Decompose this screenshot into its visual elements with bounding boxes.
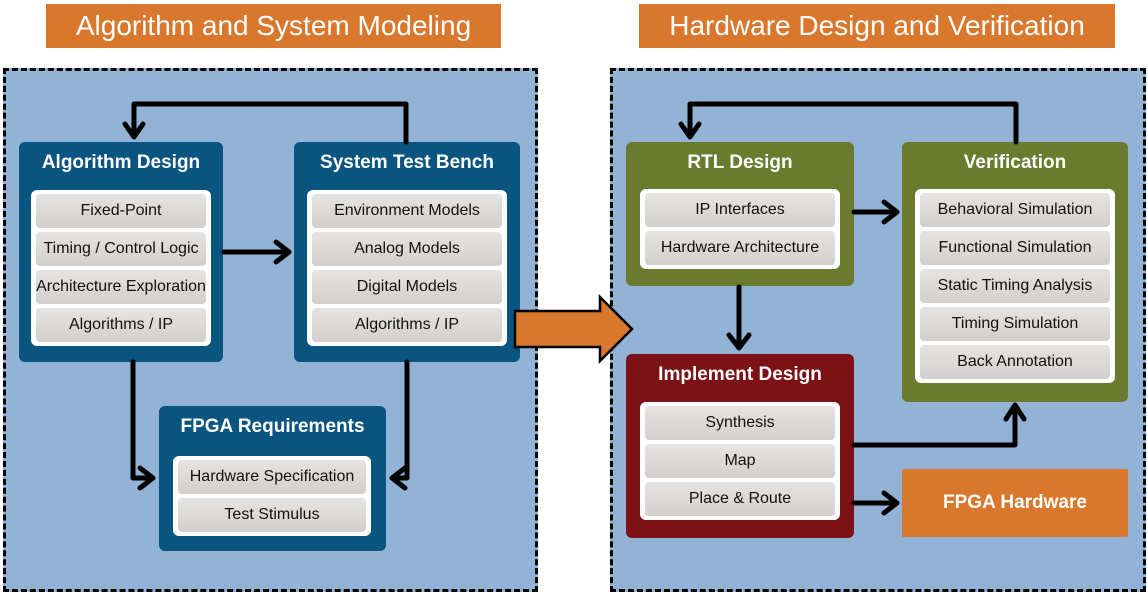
fpga-hardware-box[interactable]: FPGA Hardware — [902, 469, 1128, 537]
list-item[interactable]: Behavioral Simulation — [920, 193, 1110, 227]
list-item[interactable]: Algorithms / IP — [312, 308, 502, 342]
list-item[interactable]: Synthesis — [645, 406, 835, 440]
algorithm-design-block[interactable]: Algorithm Design Fixed-Point Timing / Co… — [19, 142, 223, 362]
list-item[interactable]: Digital Models — [312, 270, 502, 304]
rtl-design-title: RTL Design — [687, 152, 793, 173]
list-item[interactable]: Timing Simulation — [920, 307, 1110, 341]
system-test-bench-block[interactable]: System Test Bench Environment Models Ana… — [294, 142, 520, 362]
list-item[interactable]: Map — [645, 444, 835, 478]
system-test-bench-title: System Test Bench — [320, 152, 494, 173]
left-section-title: Algorithm and System Modeling — [46, 4, 501, 48]
list-item[interactable]: Test Stimulus — [178, 498, 366, 532]
list-item[interactable]: Hardware Architecture — [645, 231, 835, 265]
rtl-design-list: IP Interfaces Hardware Architecture — [640, 189, 840, 269]
list-item[interactable]: Fixed-Point — [36, 194, 206, 228]
list-item[interactable]: Functional Simulation — [920, 231, 1110, 265]
list-item[interactable]: Algorithms / IP — [36, 308, 206, 342]
fpga-requirements-list: Hardware Specification Test Stimulus — [173, 456, 371, 536]
list-item[interactable]: Analog Models — [312, 232, 502, 266]
algorithm-design-title: Algorithm Design — [41, 152, 201, 173]
list-item[interactable]: Hardware Specification — [178, 460, 366, 494]
list-item[interactable]: IP Interfaces — [645, 193, 835, 227]
implement-design-list: Synthesis Map Place & Route — [640, 402, 840, 520]
algorithm-design-list: Fixed-Point Timing / Control Logic Archi… — [31, 190, 211, 346]
list-item[interactable]: Architecture Exploration — [36, 270, 206, 304]
implement-design-block[interactable]: Implement Design Synthesis Map Place & R… — [626, 354, 854, 538]
fpga-requirements-block[interactable]: FPGA Requirements Hardware Specification… — [159, 406, 386, 551]
list-item[interactable]: Place & Route — [645, 482, 835, 516]
verification-title: Verification — [963, 152, 1067, 173]
right-section-title: Hardware Design and Verification — [639, 4, 1115, 48]
implement-design-title: Implement Design — [658, 364, 822, 385]
list-item[interactable]: Static Timing Analysis — [920, 269, 1110, 303]
system-test-bench-list: Environment Models Analog Models Digital… — [307, 190, 507, 346]
verification-block[interactable]: Verification Behavioral Simulation Funct… — [902, 142, 1128, 402]
list-item[interactable]: Back Annotation — [920, 345, 1110, 379]
fpga-requirements-title: FPGA Requirements — [180, 416, 365, 437]
verification-list: Behavioral Simulation Functional Simulat… — [915, 189, 1115, 383]
rtl-design-block[interactable]: RTL Design IP Interfaces Hardware Archit… — [626, 142, 854, 286]
list-item[interactable]: Environment Models — [312, 194, 502, 228]
list-item[interactable]: Timing / Control Logic — [36, 232, 206, 266]
